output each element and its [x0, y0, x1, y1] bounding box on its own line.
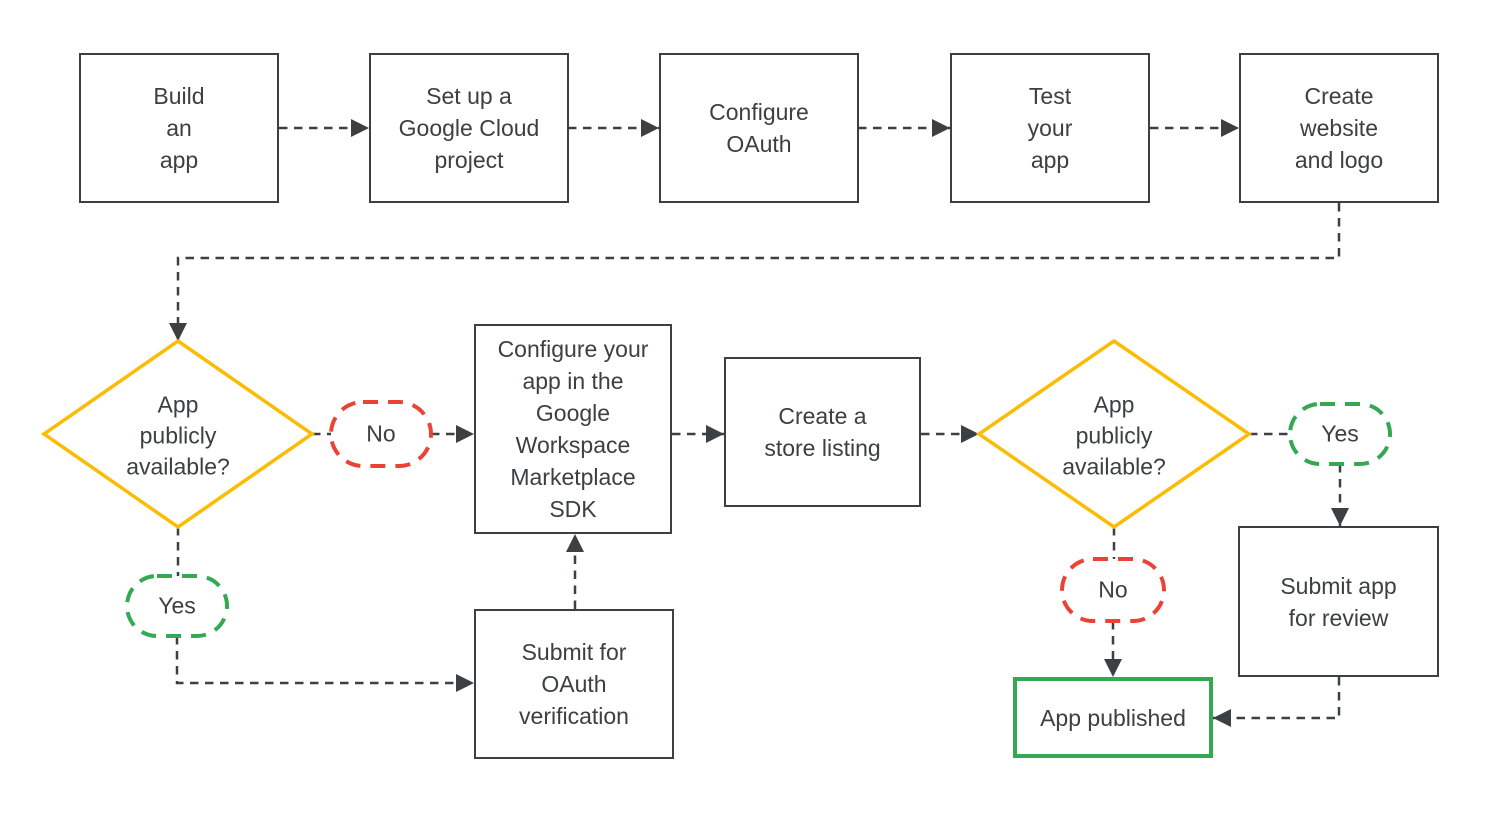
node-create-store-listing: Create a store listing	[724, 357, 921, 507]
decision-diamond-1	[40, 338, 316, 530]
no-oval-2	[1060, 557, 1166, 623]
branch-label-no-2: No	[1098, 576, 1128, 603]
node-test-your-app: Test your app	[950, 53, 1150, 203]
no-oval-1	[329, 400, 433, 468]
node-configure-oauth: Configure OAuth	[659, 53, 859, 203]
node-build-an-app: Build an app	[79, 53, 279, 203]
yes-oval-1	[125, 574, 229, 638]
node-app-published: App published	[1013, 677, 1213, 758]
yes-oval-2	[1288, 402, 1392, 466]
branch-label-no-1: No	[366, 420, 396, 447]
decision-diamond-2	[975, 338, 1253, 530]
connector-submit-review-to-app-published	[1213, 677, 1341, 727]
decision-2-label: App publicly available?	[1062, 391, 1166, 480]
decision-1-label: App publicly available?	[126, 391, 230, 480]
node-configure-marketplace-sdk: Configure your app in the Google Workspa…	[474, 324, 672, 534]
connector-yes-label-to-oauth-verification	[175, 636, 474, 692]
branch-label-yes-2: Yes	[1321, 420, 1359, 447]
node-submit-app-for-review: Submit app for review	[1238, 526, 1439, 677]
node-setup-google-cloud-project: Set up a Google Cloud project	[369, 53, 569, 203]
node-submit-oauth-verification: Submit for OAuth verification	[474, 609, 674, 759]
node-create-website-and-logo: Create website and logo	[1239, 53, 1439, 203]
connector-website-to-decision1	[169, 203, 1341, 341]
branch-label-yes-1: Yes	[158, 592, 196, 619]
